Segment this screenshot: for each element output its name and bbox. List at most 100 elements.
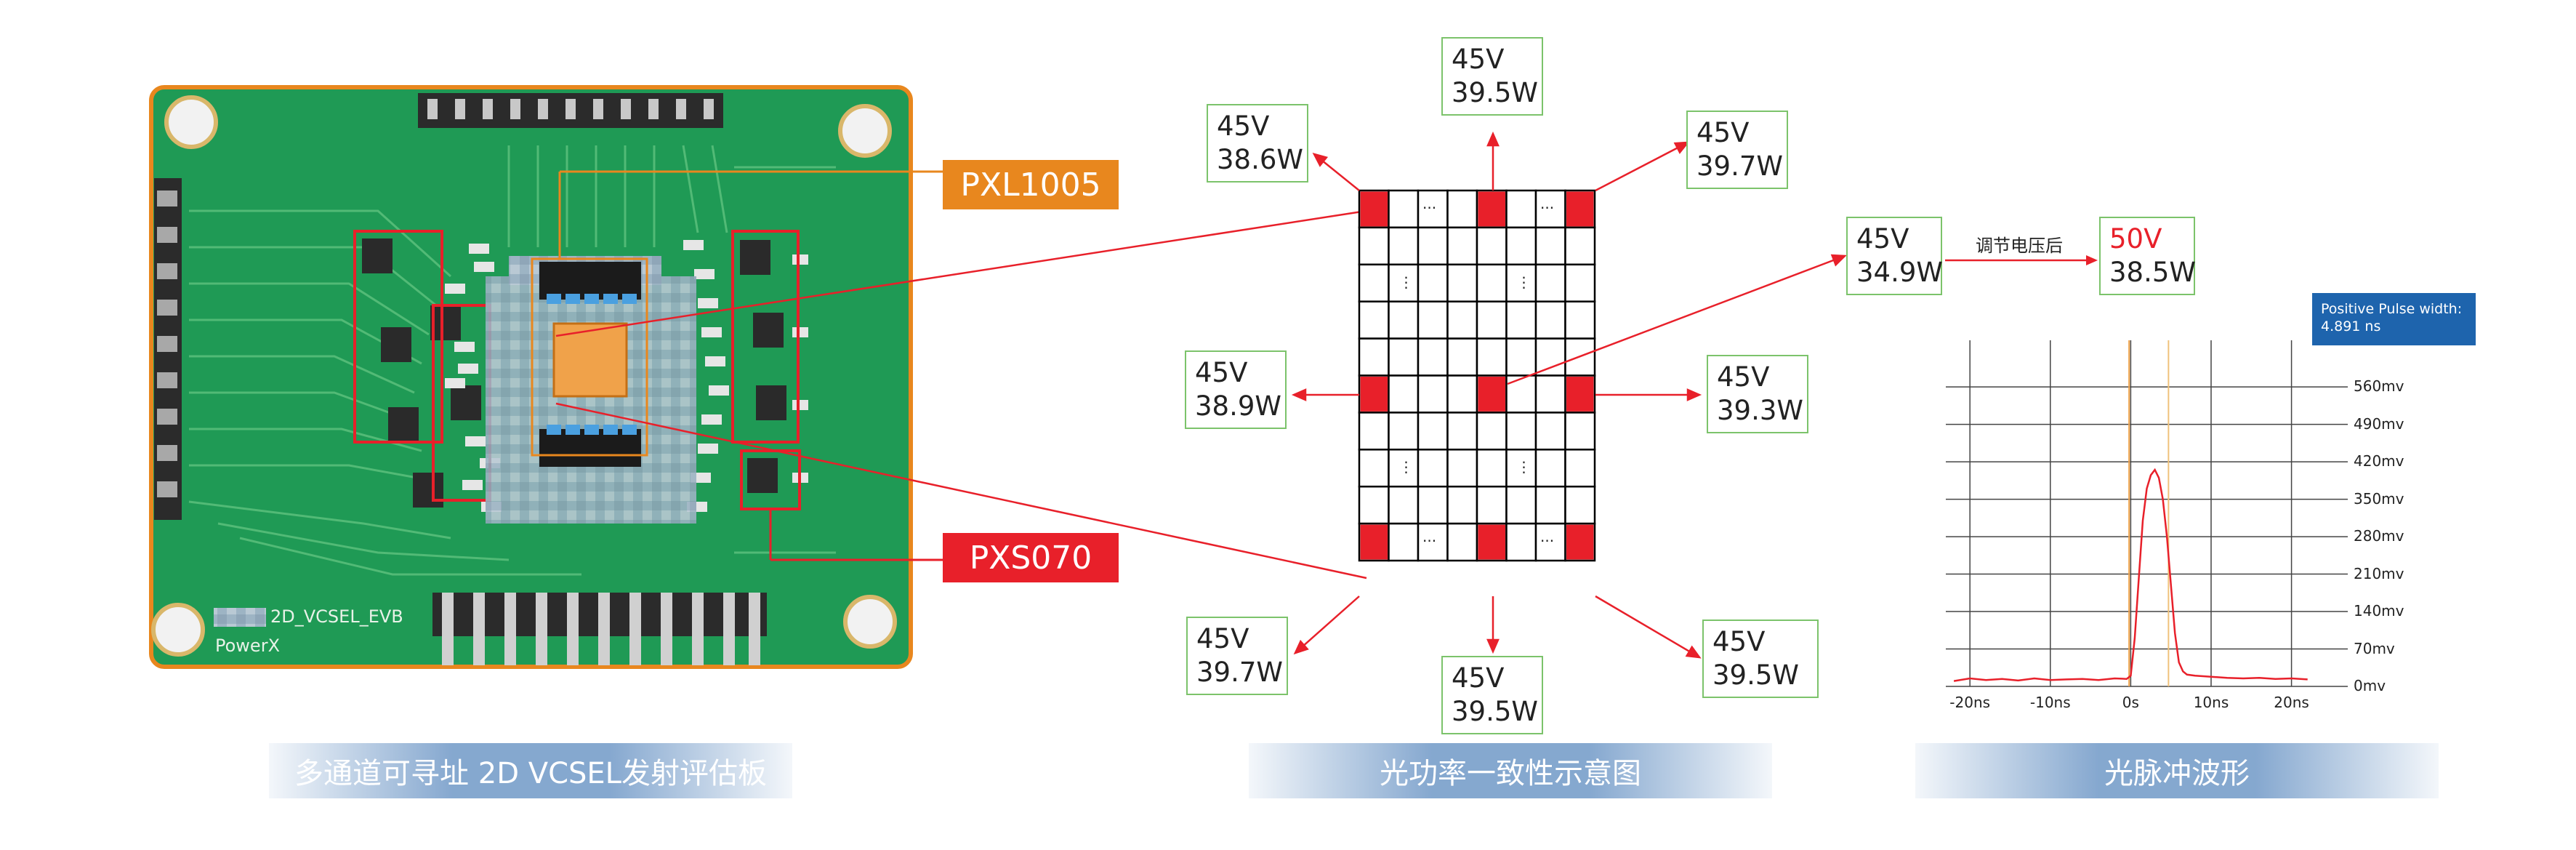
arrow-head-icon <box>1673 141 1690 154</box>
grid-cell <box>1446 485 1478 525</box>
active-emitter-cell <box>1478 191 1505 227</box>
y-tick-label: 490mv <box>2354 414 2404 433</box>
active-emitter-cell <box>1360 191 1388 227</box>
power-value: 38.5W <box>2109 257 2196 288</box>
pxl1005-tag: PXL1005 <box>943 160 1119 209</box>
bottom-pin-header <box>432 593 767 665</box>
arrow-head-icon <box>1686 388 1702 401</box>
grid-cell <box>1388 189 1420 229</box>
arrow-head-icon <box>1486 131 1500 147</box>
voltage-value: 45V <box>1452 662 1505 694</box>
grid-cell <box>1564 449 1596 488</box>
grid-cell <box>1476 412 1508 451</box>
voltage-value: 45V <box>1696 117 1750 148</box>
voltage-value: 45V <box>1196 623 1249 654</box>
voltage-value: 45V <box>1717 361 1770 393</box>
grid-cell <box>1388 337 1420 377</box>
vertical-ellipsis: ⋮ <box>1516 458 1531 476</box>
arrow-line <box>1595 595 1700 659</box>
label-after-adjust: 50V 38.5W <box>2099 217 2196 295</box>
grid-cell <box>1417 189 1449 229</box>
label-mid-right: 45V 39.3W <box>1707 355 1808 433</box>
grid-cell <box>1417 300 1449 340</box>
board-name-label: 2D_VCSEL_EVB <box>270 606 403 627</box>
caption-power-uniformity: 光功率一致性示意图 <box>1249 743 1772 798</box>
y-tick-label: 560mv <box>2354 377 2404 396</box>
grid-cell <box>1388 374 1420 414</box>
grid-cell <box>1505 337 1537 377</box>
label-mid-left: 45V 38.9W <box>1185 350 1287 429</box>
label-before-adjust: 45V 34.9W <box>1846 217 1943 295</box>
arrow-head-icon <box>1486 638 1500 654</box>
ic-chips-right <box>740 240 786 493</box>
left-pin-header <box>154 178 182 520</box>
pulse-width-annotation: Positive Pulse width: 4.891 ns <box>2312 293 2476 345</box>
vertical-ellipsis: ⋮ <box>1398 273 1414 291</box>
pulse-width-value: 4.891 ns <box>2321 318 2381 334</box>
grid-cell <box>1417 412 1449 451</box>
arrow-head-icon <box>1293 639 1309 655</box>
grid-cell <box>1446 300 1478 340</box>
arrow-head-icon <box>1291 388 1307 401</box>
horizontal-ellipsis: ··· <box>1540 199 1555 217</box>
voltage-value: 50V <box>2109 223 2162 254</box>
caption-evaluation-board: 多通道可寻址 2D VCSEL发射评估板 <box>269 743 792 798</box>
voltage-value: 45V <box>1217 111 1270 142</box>
active-emitter-cell <box>1478 377 1505 412</box>
passives-right <box>683 240 808 512</box>
voltage-value: 45V <box>1712 626 1766 657</box>
grid-cell <box>1505 449 1537 488</box>
pulse-width-title: Positive Pulse width: <box>2321 301 2463 317</box>
grid-cell <box>1388 485 1420 525</box>
label-top: 45V 39.5W <box>1441 37 1543 116</box>
grid-cell <box>1417 374 1449 414</box>
x-tick-label: 20ns <box>2274 694 2309 711</box>
active-emitter-cell <box>1566 377 1594 412</box>
caption-pulse-waveform: 光脉冲波形 <box>1915 743 2439 798</box>
label-top-right: 45V 39.7W <box>1686 111 1788 189</box>
power-value: 38.9W <box>1195 390 1281 422</box>
arrow-head-icon <box>1685 645 1702 659</box>
projection-lines <box>555 209 1367 580</box>
voltage-value: 45V <box>1452 44 1505 75</box>
y-tick-label: 280mv <box>2354 527 2404 545</box>
grid-cell <box>1505 263 1537 302</box>
vertical-ellipsis: ⋮ <box>1398 458 1414 476</box>
power-value: 39.5W <box>1712 659 1799 691</box>
pulse-series-line <box>1953 468 2308 682</box>
x-tick-label: -10ns <box>2029 694 2071 711</box>
pxl-outline <box>531 257 648 457</box>
y-tick-label: 0mv <box>2354 677 2386 694</box>
label-bot: 45V 39.5W <box>1441 656 1543 734</box>
pxs070-tag: PXS070 <box>943 533 1119 582</box>
horizontal-ellipsis: ··· <box>1540 532 1555 550</box>
capacitor-array-bottom <box>539 425 641 467</box>
power-value: 34.9W <box>1856 257 1943 288</box>
brand-label: PowerX <box>215 636 281 656</box>
grid-cell <box>1388 449 1420 488</box>
grid-cell <box>1417 337 1449 377</box>
arrow-head-icon <box>1830 254 1847 267</box>
vertical-ellipsis: ⋮ <box>1516 273 1531 291</box>
power-value: 39.5W <box>1452 696 1538 727</box>
grid-cell <box>1388 412 1420 451</box>
leader-lines <box>558 170 945 561</box>
arrow-line <box>1507 254 1846 385</box>
power-value: 38.6W <box>1217 144 1303 175</box>
y-tick-label: 350mv <box>2354 489 2404 508</box>
active-emitter-cell <box>1360 524 1388 560</box>
mounting-hole-icon <box>151 95 897 657</box>
y-tick-label: 140mv <box>2354 602 2404 620</box>
y-tick-label: 70mv <box>2354 639 2395 657</box>
active-emitter-cell <box>1566 524 1594 560</box>
vcsel-chip <box>552 322 628 398</box>
grid-cell <box>1476 449 1508 488</box>
active-emitter-cell <box>1360 377 1388 412</box>
grid-cell <box>1534 412 1566 451</box>
power-value: 39.7W <box>1196 657 1283 688</box>
power-value: 39.5W <box>1452 77 1538 108</box>
y-tick-label: 210mv <box>2354 564 2404 582</box>
active-emitter-cell <box>1478 524 1505 560</box>
